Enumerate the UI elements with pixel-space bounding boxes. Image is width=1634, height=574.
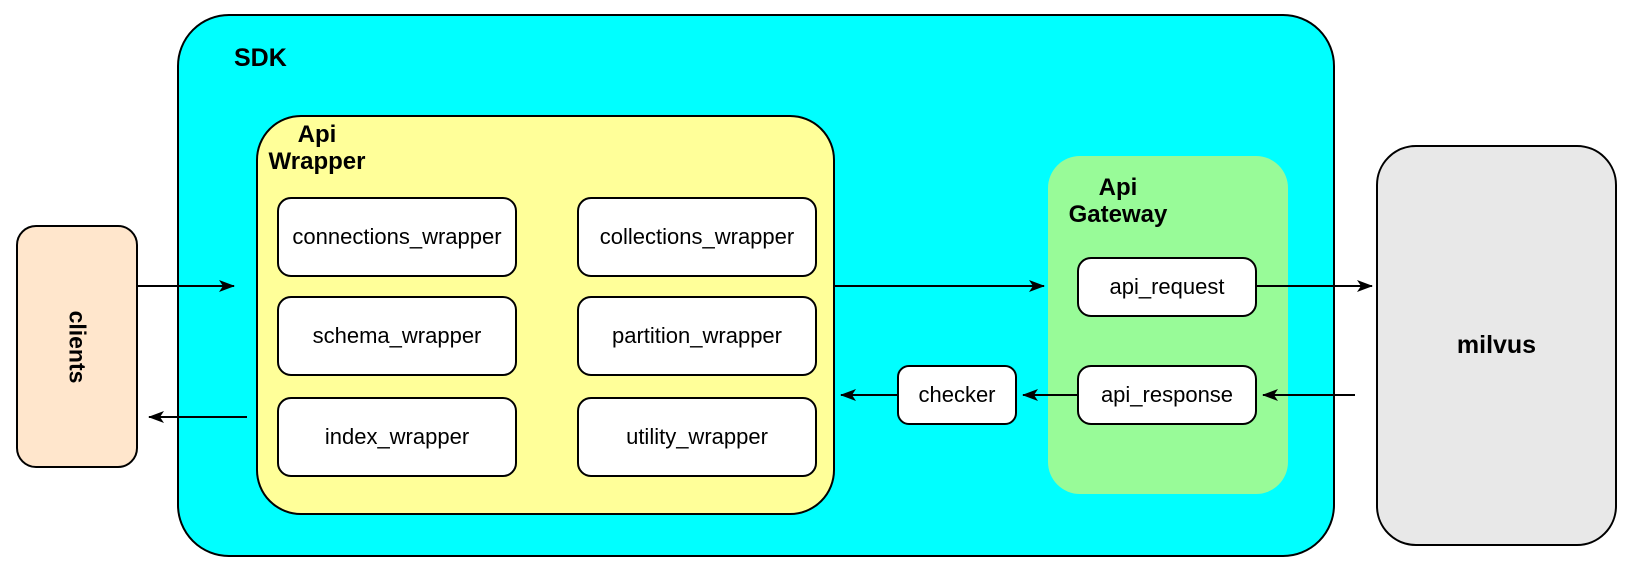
module-connections-wrapper: connections_wrapper [277, 197, 517, 277]
sdk-label: SDK [234, 44, 287, 72]
api-wrapper-label-line2: Wrapper [268, 148, 366, 175]
module-label: partition_wrapper [612, 323, 782, 348]
api-gateway-label: Api Gateway [1048, 174, 1188, 228]
api-wrapper-label: Api Wrapper [258, 121, 376, 175]
module-partition-wrapper: partition_wrapper [577, 296, 817, 376]
module-index-wrapper: index_wrapper [277, 397, 517, 477]
module-schema-wrapper: schema_wrapper [277, 296, 517, 376]
milvus-node: milvus [1376, 145, 1617, 546]
milvus-label: milvus [1456, 331, 1537, 359]
module-utility-wrapper: utility_wrapper [577, 397, 817, 477]
api-wrapper-label-line1: Api [297, 121, 337, 148]
module-label: index_wrapper [324, 424, 470, 449]
module-collections-wrapper: collections_wrapper [577, 197, 817, 277]
module-label: collections_wrapper [599, 224, 795, 249]
api-response-node: api_response [1077, 365, 1257, 425]
clients-label: clients [64, 310, 91, 383]
checker-label: checker [918, 382, 996, 407]
api-gateway-label-line2: Gateway [1068, 201, 1168, 228]
api-response-label: api_response [1100, 382, 1234, 407]
api-gateway-container: Api Gateway [1048, 156, 1288, 494]
api-gateway-label-line1: Api [1098, 174, 1138, 201]
module-label: utility_wrapper [626, 424, 768, 449]
clients-node: clients [16, 225, 138, 468]
checker-node: checker [897, 365, 1017, 425]
module-label: schema_wrapper [312, 323, 482, 348]
module-label: connections_wrapper [292, 224, 502, 249]
api-request-node: api_request [1077, 257, 1257, 317]
api-request-label: api_request [1109, 274, 1225, 299]
